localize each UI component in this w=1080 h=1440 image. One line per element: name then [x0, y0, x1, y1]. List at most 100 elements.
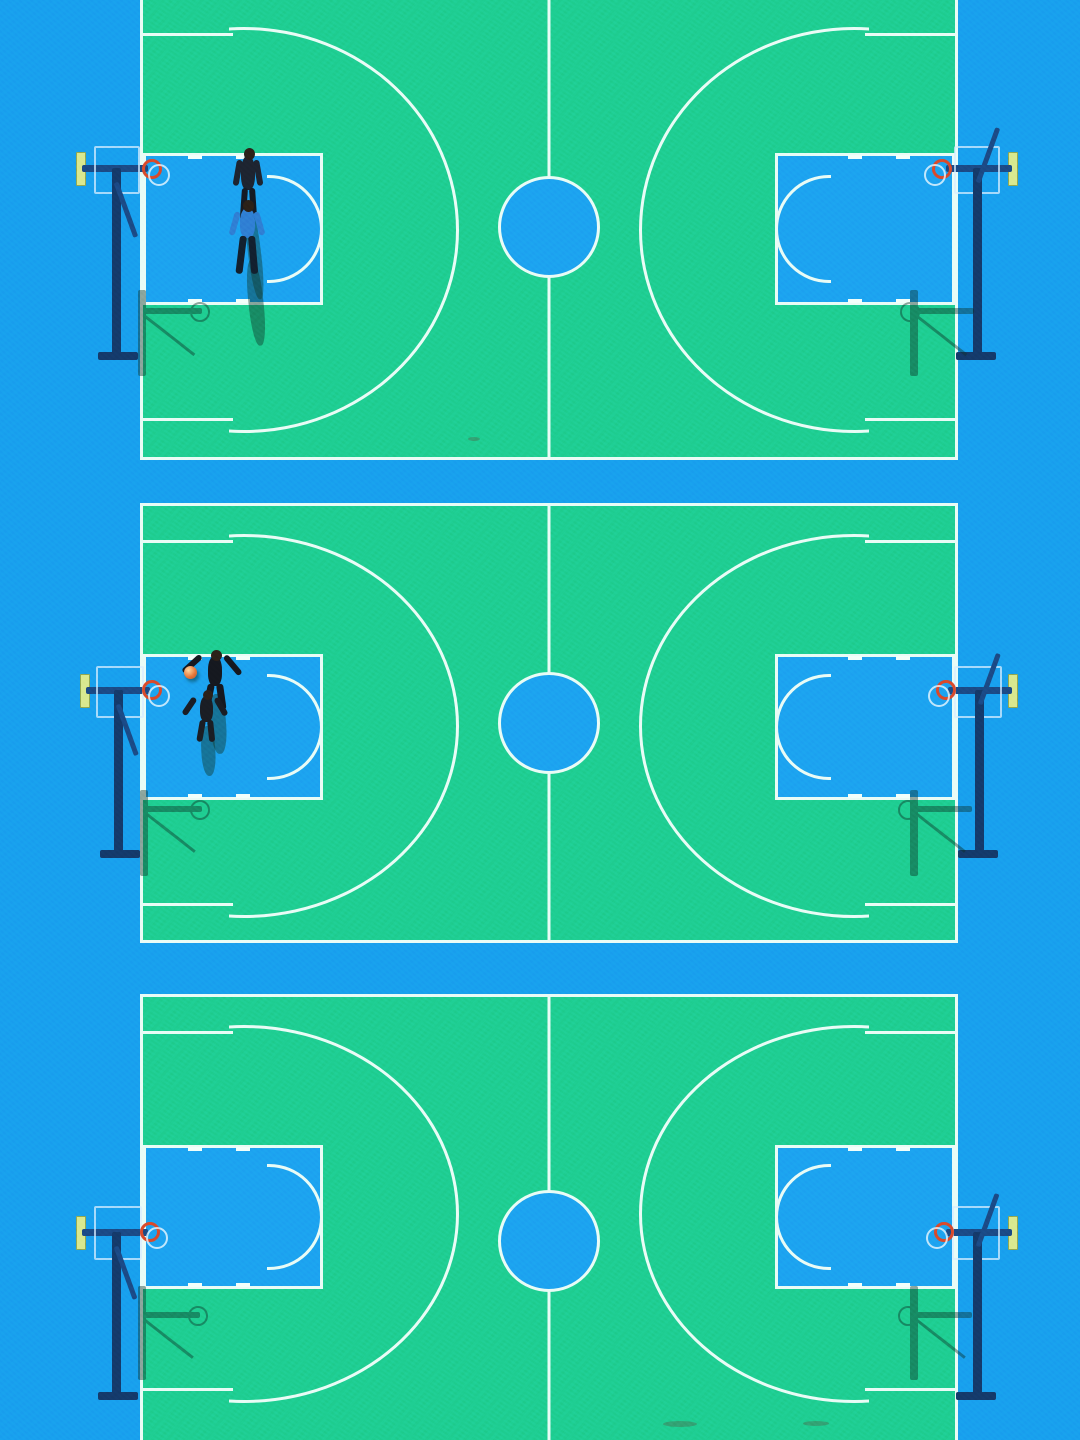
hoop-top-left	[76, 146, 196, 366]
three-point-arc-left-clip	[229, 534, 459, 918]
surface-scuff	[468, 437, 480, 441]
three-point-arc-left-clip	[229, 1025, 459, 1403]
free-throw-circle-right	[775, 1164, 831, 1270]
lane-hash-1	[896, 1147, 910, 1151]
shadow-rim	[900, 302, 920, 322]
free-throw-circle-right	[775, 674, 831, 780]
shadow-post	[138, 290, 146, 376]
three-point-straight-bottom-right	[865, 418, 955, 421]
three-point-straight-top-right	[865, 540, 955, 543]
shadow-brace	[915, 812, 966, 853]
lane-hash-2	[848, 155, 862, 159]
shadow-arm	[138, 1312, 200, 1318]
shadow-brace	[143, 314, 196, 357]
lane-hash-3	[896, 299, 910, 303]
net	[924, 164, 946, 186]
hoop-shadow-middle-right	[880, 790, 1010, 880]
torso	[208, 656, 222, 686]
lane-hash-3	[188, 794, 202, 798]
net	[148, 685, 170, 707]
shadow-arm	[910, 1312, 972, 1318]
three-point-straight-bottom-left	[143, 903, 233, 906]
pole-base	[958, 850, 998, 858]
hoop-shadow-top-left	[104, 290, 234, 380]
lane-hash-4	[236, 299, 250, 303]
player-middle-dark	[181, 650, 243, 755]
hoop-shadow-top-right	[880, 290, 1010, 380]
lane-hash-4	[848, 1283, 862, 1287]
lane-hash-1	[896, 155, 910, 159]
torso	[200, 696, 213, 722]
shadow-post	[910, 790, 918, 876]
player-middle-second	[181, 690, 229, 777]
basketball-middle	[184, 666, 197, 679]
lane-hash-2	[236, 1147, 250, 1151]
three-point-straight-top-right	[865, 33, 955, 36]
pole-base	[100, 850, 140, 858]
three-point-arc-right-clip	[639, 1025, 869, 1403]
pole-base	[956, 352, 996, 360]
head	[211, 650, 222, 661]
head	[244, 148, 255, 160]
three-point-straight-top-left	[143, 33, 233, 36]
shadow-rim	[898, 800, 918, 820]
torso	[241, 156, 255, 190]
shadow-brace	[145, 812, 196, 853]
lane-hash-4	[236, 794, 250, 798]
net	[148, 164, 170, 186]
shadow-rim	[188, 1306, 208, 1326]
head	[203, 690, 213, 700]
pole-base	[98, 352, 138, 360]
lane-hash-3	[188, 299, 202, 303]
three-point-arc-left-clip	[229, 27, 459, 433]
shadow-arm	[140, 806, 202, 812]
three-point-straight-top-right	[865, 1031, 955, 1034]
shadow-post	[138, 1286, 146, 1380]
shadow-rim	[898, 1306, 918, 1326]
hoop-bottom-left	[76, 1202, 196, 1402]
shadow-brace	[915, 314, 968, 357]
leg-left	[235, 235, 247, 275]
leg-right	[207, 719, 216, 743]
surface-scuff-2	[803, 1421, 829, 1426]
pole-base	[98, 1392, 138, 1400]
pole	[973, 168, 982, 358]
player-top-blue	[228, 200, 268, 347]
free-throw-circle-right-clip	[775, 1164, 831, 1270]
free-throw-circle-left-clip	[267, 674, 323, 780]
shadow-brace	[915, 1318, 966, 1359]
lane-hash-3	[896, 794, 910, 798]
lane-hash-1	[188, 155, 202, 159]
three-point-straight-bottom-left	[143, 418, 233, 421]
court-bottom	[140, 994, 958, 1440]
lane-hash-4	[236, 1283, 250, 1287]
shadow-arm	[910, 806, 972, 812]
lane-hash-1	[188, 1147, 202, 1151]
free-throw-circle-right	[775, 175, 831, 283]
court-middle	[140, 503, 958, 943]
three-point-straight-bottom-left	[143, 1388, 233, 1391]
free-throw-circle-left	[267, 1164, 323, 1270]
lane-hash-3	[896, 1283, 910, 1287]
three-point-straight-top-left	[143, 540, 233, 543]
lane-hash-4	[848, 299, 862, 303]
lane-hash-1	[896, 656, 910, 660]
pole	[975, 690, 984, 856]
hoop-shadow-bottom-right	[880, 1286, 1010, 1386]
pole-base	[956, 1392, 996, 1400]
hoop-bottom-right	[898, 1193, 1018, 1402]
shadow-post	[910, 290, 918, 376]
shadow-brace	[143, 1318, 194, 1359]
center-circle	[498, 1190, 600, 1292]
free-throw-circle-right-clip	[775, 674, 831, 780]
surface-scuff	[663, 1421, 697, 1427]
pole	[973, 1232, 982, 1398]
lane-hash-2	[848, 1147, 862, 1151]
hoop-shadow-bottom-left	[104, 1286, 234, 1386]
hoop-top-right	[898, 127, 1018, 366]
lane-hash-2	[236, 155, 250, 159]
three-point-straight-bottom-right	[865, 1388, 955, 1391]
shadow-arm	[910, 308, 974, 314]
pole	[112, 1232, 121, 1398]
